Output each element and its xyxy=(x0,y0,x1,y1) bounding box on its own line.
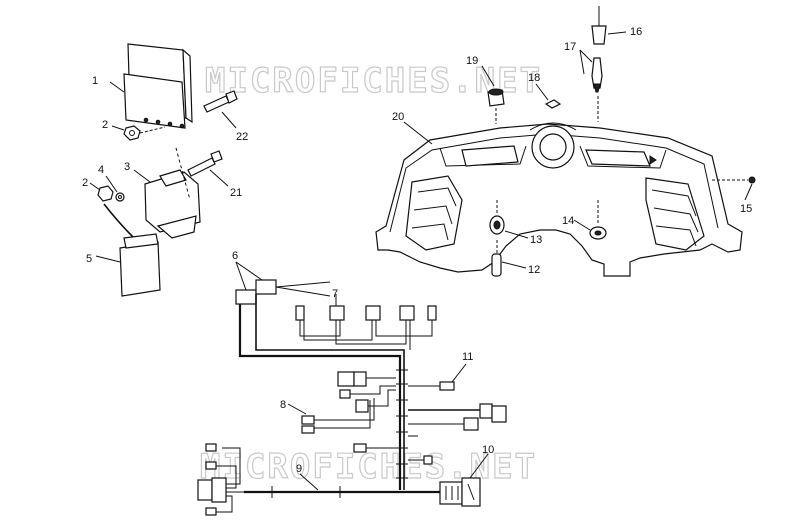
part-20-dashboard-pod xyxy=(375,121,743,277)
part-13-grommet xyxy=(489,200,529,239)
callout-2-lower: 2 xyxy=(82,177,88,189)
part-21-bolt xyxy=(187,150,229,187)
callout-11: 11 xyxy=(462,351,473,363)
part-15-screw xyxy=(712,176,756,201)
callout-4: 4 xyxy=(98,164,104,176)
callout-2-upper: 2 xyxy=(102,119,108,131)
part-19-knob xyxy=(481,65,505,124)
part-6-connectors xyxy=(235,261,331,305)
part-7-harness-branch xyxy=(295,294,437,350)
watermark-top: MICROFICHES.NET xyxy=(205,61,542,101)
part-2-nut-lower xyxy=(89,182,114,202)
callout-12: 12 xyxy=(528,264,540,276)
callout-13: 13 xyxy=(530,234,542,246)
part-2-nut-upper xyxy=(111,125,166,141)
part-18-clip xyxy=(535,83,562,109)
callout-22: 22 xyxy=(236,131,248,143)
part-14-grommet xyxy=(573,200,607,240)
part-12-plug xyxy=(491,240,527,277)
callout-15: 15 xyxy=(740,203,752,215)
part-9-main-harness xyxy=(197,294,440,516)
callout-18: 18 xyxy=(528,72,540,84)
part-4-washer xyxy=(105,175,125,202)
callout-7: 7 xyxy=(332,288,338,300)
callout-1: 1 xyxy=(92,75,98,87)
callout-14: 14 xyxy=(562,215,574,227)
part-5-module xyxy=(95,203,161,297)
part-16-socket xyxy=(591,6,627,45)
callout-6: 6 xyxy=(232,250,238,262)
callout-21: 21 xyxy=(230,187,242,199)
part-11-pigtail xyxy=(408,363,467,391)
callout-17: 17 xyxy=(564,41,576,53)
callout-5: 5 xyxy=(86,253,92,265)
part-10-connector xyxy=(439,453,489,507)
callout-19: 19 xyxy=(466,55,478,67)
callout-10: 10 xyxy=(482,444,494,456)
part-17-bulb xyxy=(579,49,603,122)
part-22-bolt xyxy=(203,90,238,129)
callout-9: 9 xyxy=(296,463,302,475)
callout-3: 3 xyxy=(124,161,130,173)
callout-20: 20 xyxy=(392,111,404,123)
part-3-module xyxy=(133,147,201,239)
callout-16: 16 xyxy=(630,26,642,38)
part-1-control-module xyxy=(109,43,193,129)
harness-right-branches xyxy=(408,403,507,465)
callout-8: 8 xyxy=(280,399,286,411)
